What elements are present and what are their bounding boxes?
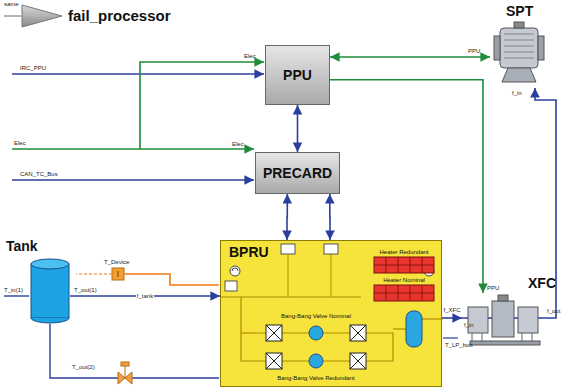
port-label: Elec [232,141,244,148]
node-label: Heater Nominal [371,277,437,284]
irc-wire [12,73,264,75]
node-label: Tank [6,238,38,254]
node-label: PRECARD [256,165,339,181]
elec-wire [12,148,254,150]
port-label: IRC_PPU [20,65,46,72]
process-box: PPU [265,45,330,105]
valve-group: Bang-Bang Valve Nominal [256,313,376,345]
heater-block: Heater Nominal [371,277,437,303]
tri-outline [22,5,62,27]
connector [286,194,288,240]
sensor-wire [76,273,112,274]
port-label: f_in [464,322,474,329]
node-label: SPT [506,3,533,19]
tank-port-wire [4,295,29,296]
spt-outline [490,22,550,88]
edge-label: f_tank [136,293,154,300]
node-label: fail_processor [68,7,171,24]
thruster-figure: SPT [490,22,550,88]
process-box: PRECARD [255,152,340,194]
port-label: same [4,1,19,8]
sensor-wire [124,274,219,285]
node-label: BPRU [229,244,269,260]
tank-cylinder: Tank [30,258,70,324]
port-label: Elec [14,140,26,147]
node-label: Bang-Bang Valve Redundant [256,375,376,382]
heater-block: Heater Redundant [371,249,437,275]
tank-outlet-pipe [50,324,219,378]
unit-box: BPRU Heater RedundantHeater NominalBang-B… [220,240,442,387]
node-label: Heater Redundant [371,249,437,256]
port-label: PPU [487,285,499,292]
node-label: Bang-Bang Valve Nominal [256,313,376,320]
flow-controller-figure: XFC [462,293,546,348]
edge-label: f_XFC [442,307,461,314]
port-label: CAN_TC_Bus [20,171,58,178]
sensor-mark [118,271,119,277]
valve-group: Bang-Bang Valve Redundant [256,351,376,383]
connector [297,105,299,152]
port-label: f_out [547,308,560,315]
port-label: f_in [512,90,522,97]
port-label: T_out(2) [72,364,95,371]
port-label: T_out(1) [74,287,97,294]
port-label: T_Device [104,259,129,266]
connector [329,194,331,240]
elec-wire [140,62,264,149]
node-label: XFC [528,275,556,291]
port-label: Elec [244,53,256,60]
port-label: T_LP_bott [445,342,473,349]
signal-triangle: fail_processor [22,5,62,27]
port-label: T_in(1) [4,287,23,294]
can-bus-wire [12,179,254,181]
signal-wire [4,16,21,17]
connector [442,317,462,319]
xfc-outline [462,293,546,348]
port-label: PPU [468,48,480,55]
temperature-sensor [112,268,124,280]
connector [330,56,490,58]
tank-outline [30,258,70,324]
valve-actuator [121,362,129,366]
valve-stem [125,366,126,378]
node-label: PPU [266,67,329,83]
lp-port-wire [443,337,458,338]
